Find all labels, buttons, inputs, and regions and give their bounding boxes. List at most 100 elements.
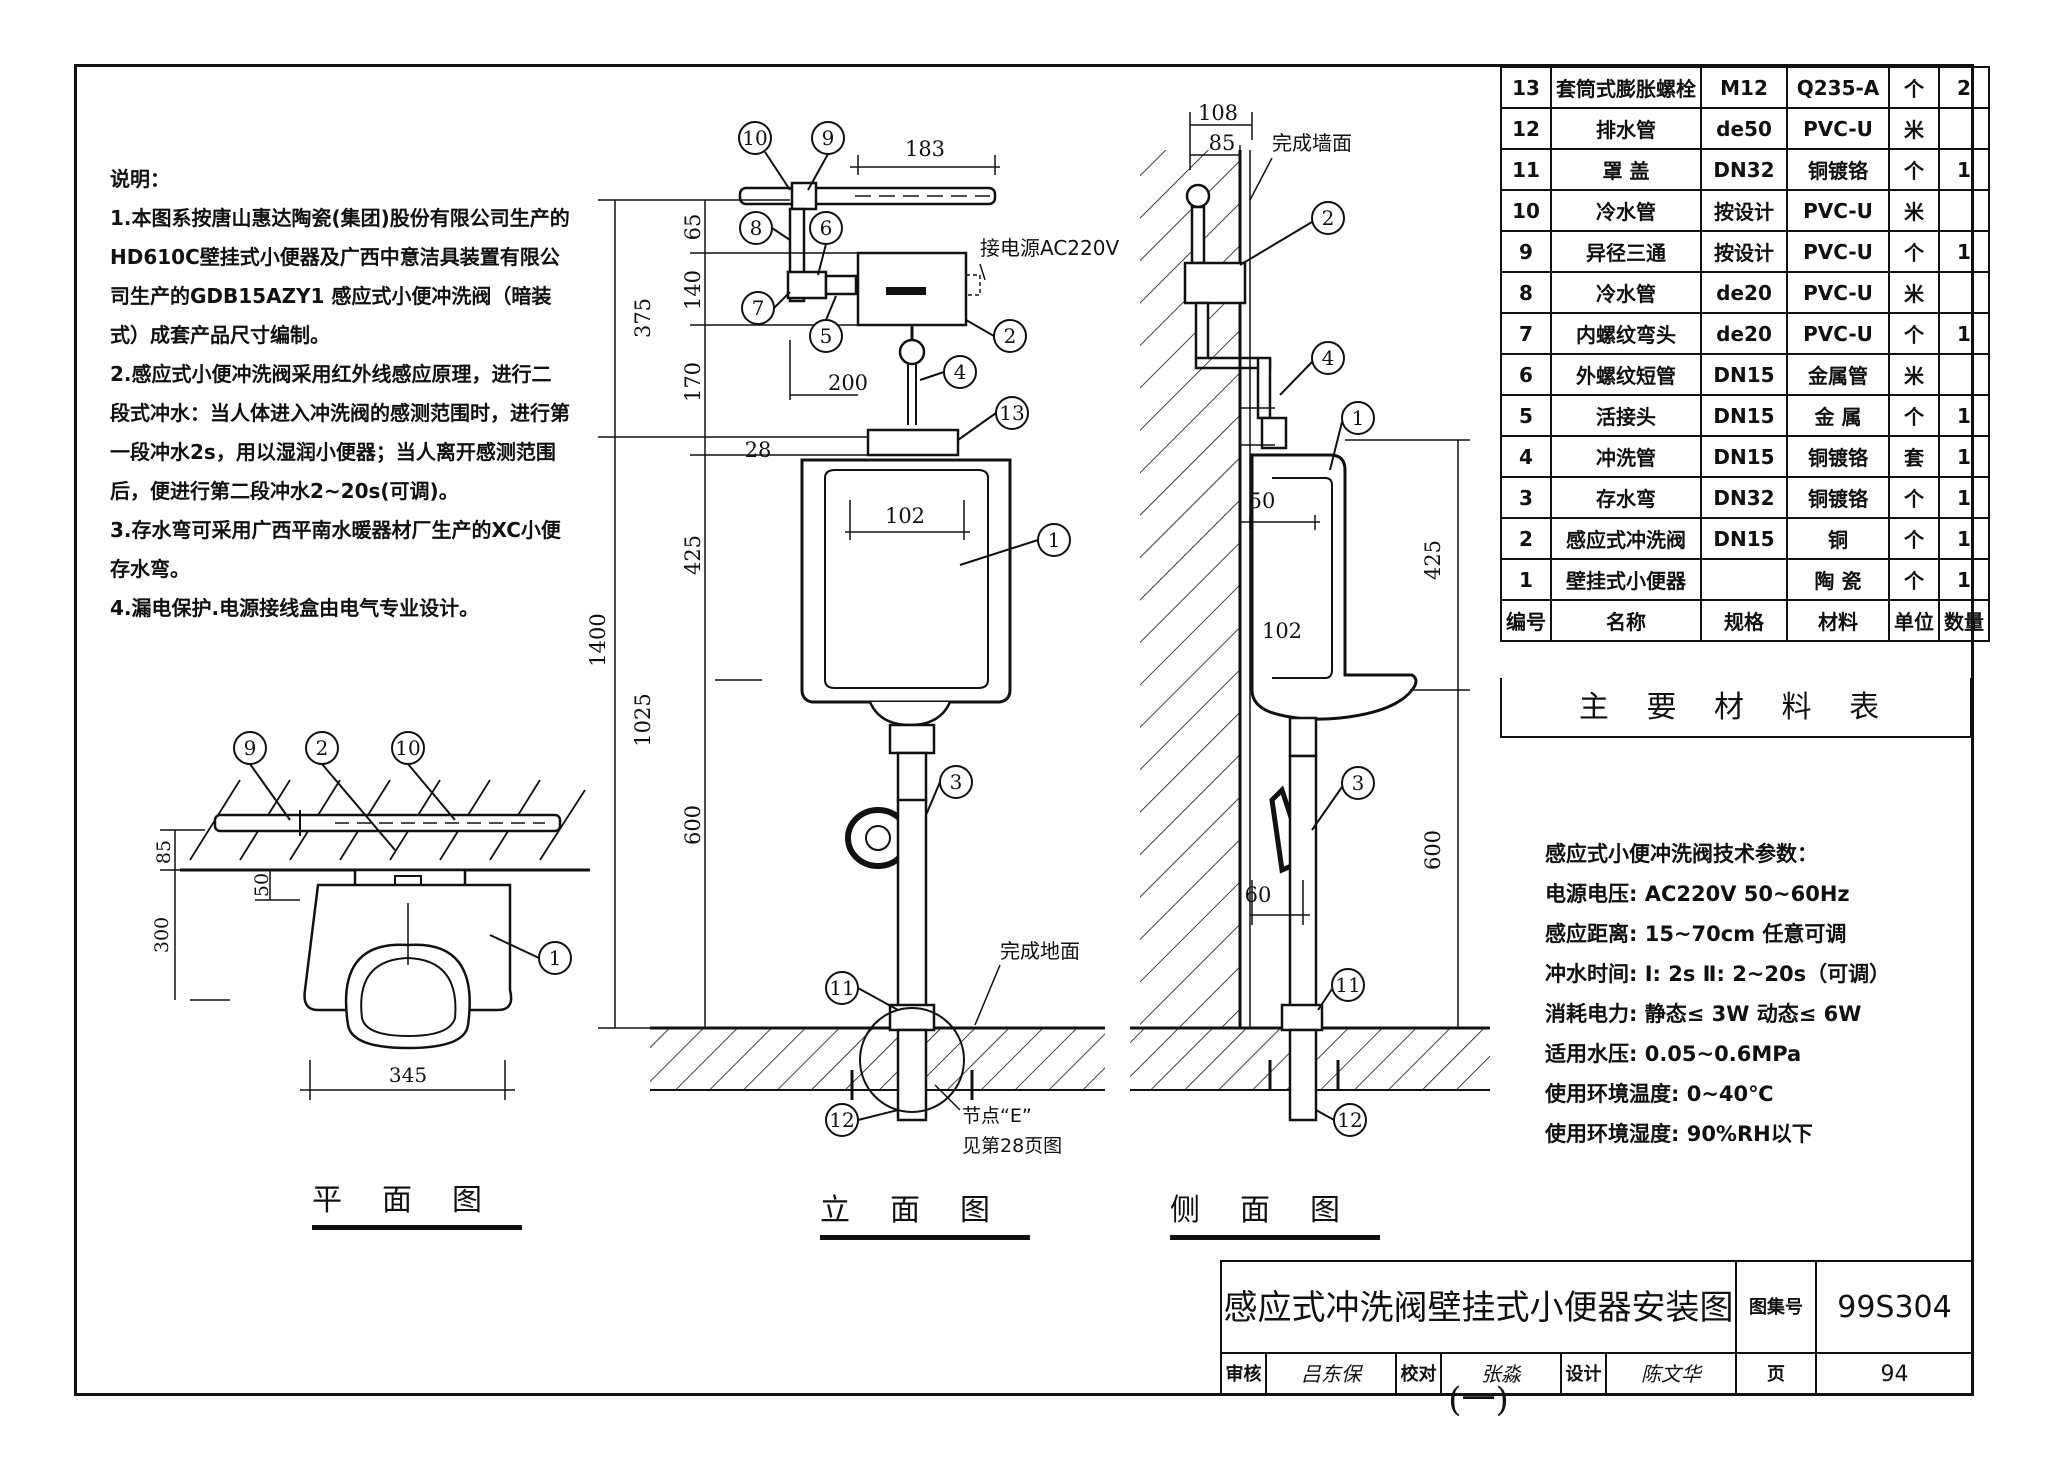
side-dim-85: 85 [1209, 131, 1236, 155]
table-cell: 1 [1938, 312, 1990, 355]
table-cell: 个 [1888, 476, 1940, 519]
params-heading: 感应式小便冲洗阀技术参数： [1545, 842, 1818, 866]
plan-view-title: 平面图 [312, 1175, 522, 1230]
table-cell: 金属管 [1786, 353, 1890, 396]
table-cell: 名称 [1550, 599, 1702, 642]
svg-text:9: 9 [822, 126, 835, 150]
table-cell: 材料 [1786, 599, 1890, 642]
table-cell: DN15 [1700, 435, 1788, 478]
table-cell: DN15 [1700, 517, 1788, 560]
table-cell: 铜镀铬 [1786, 435, 1890, 478]
svg-text:1: 1 [549, 946, 562, 970]
elev-dim-200: 200 [828, 371, 868, 395]
table-cell: 1 [1938, 394, 1990, 437]
elev-dim-102: 102 [885, 504, 925, 528]
svg-text:5: 5 [820, 324, 833, 348]
elev-dim-1400: 1400 [586, 613, 610, 666]
table-cell: 米 [1888, 271, 1940, 314]
table-cell: 个 [1888, 66, 1940, 109]
table-cell: 金 属 [1786, 394, 1890, 437]
elevation-view: 183 65 140 375 170 200 28 102 425 1400 1… [586, 121, 1119, 1157]
table-cell: DN32 [1700, 476, 1788, 519]
svg-text:7: 7 [752, 296, 765, 320]
svg-text:9: 9 [244, 736, 257, 760]
drawing-frame [74, 64, 1974, 1396]
table-cell: 铜 [1786, 517, 1890, 560]
plan-dim-345: 345 [389, 1063, 427, 1087]
design-label: 设计 [1562, 1354, 1607, 1395]
param-line: 使用环境湿度: 90%RH以下 [1545, 1122, 1813, 1146]
elev-dim-375: 375 [631, 298, 655, 338]
table-cell: DN15 [1700, 394, 1788, 437]
table-cell: 异径三通 [1550, 230, 1702, 273]
param-line: 使用环境温度: 0~40℃ [1545, 1082, 1774, 1106]
table-cell: 9 [1500, 230, 1552, 273]
plan-dim-50: 50 [251, 873, 273, 897]
svg-text:3: 3 [1352, 771, 1365, 795]
table-cell: 陶 瓷 [1786, 558, 1890, 601]
elev-dim-1025: 1025 [631, 693, 655, 746]
drawing-title: 感应式冲洗阀壁挂式小便器安装图(一) [1222, 1262, 1737, 1420]
table-cell: 个 [1888, 517, 1940, 560]
wall-label: 完成墙面 [1272, 131, 1352, 155]
table-cell: 米 [1888, 107, 1940, 150]
elev-dim-140: 140 [681, 270, 705, 310]
table-cell: 套 [1888, 435, 1940, 478]
table-cell: 冷水管 [1550, 271, 1702, 314]
svg-text:2: 2 [1004, 324, 1017, 348]
table-cell: DN32 [1700, 148, 1788, 191]
table-cell: 按设计 [1700, 189, 1788, 232]
table-cell: 2 [1500, 517, 1552, 560]
floor-label: 完成地面 [1000, 939, 1080, 963]
title-block: 感应式冲洗阀壁挂式小便器安装图(一) 图集号 99S304 审核 吕东保 校对 … [1220, 1260, 1974, 1420]
review-label: 审核 [1222, 1354, 1267, 1395]
table-cell: 铜镀铬 [1786, 148, 1890, 191]
svg-text:2: 2 [316, 736, 329, 760]
svg-text:2: 2 [1322, 206, 1335, 230]
svg-text:3: 3 [950, 770, 963, 794]
table-cell: 1 [1500, 558, 1552, 601]
svg-text:1: 1 [1048, 528, 1061, 552]
side-dim-425: 425 [1421, 540, 1445, 580]
side-dim-50: 50 [1249, 489, 1276, 513]
notes-heading: 说明： [110, 167, 170, 191]
svg-text:11: 11 [1335, 973, 1360, 997]
side-dim-600: 600 [1421, 830, 1445, 870]
svg-text:1: 1 [1352, 406, 1365, 430]
table-cell: 按设计 [1700, 230, 1788, 273]
table-cell: 11 [1500, 148, 1552, 191]
table-cell: 1 [1938, 435, 1990, 478]
svg-text:10: 10 [395, 736, 420, 760]
notes-block: 说明： 1.本图系按唐山惠达陶瓷(集团)股份有限公司生产的HD610C壁挂式小便… [110, 160, 570, 628]
tech-params: 感应式小便冲洗阀技术参数： 电源电压: AC220V 50~60Hz 感应距离:… [1545, 834, 1965, 1154]
table-cell: 个 [1888, 148, 1940, 191]
table-cell: 外螺纹短管 [1550, 353, 1702, 396]
design-signature: 陈文华 [1607, 1354, 1737, 1395]
plan-dim-300: 300 [151, 917, 173, 953]
table-cell: de50 [1700, 107, 1788, 150]
table-cell: 冷水管 [1550, 189, 1702, 232]
table-cell: PVC-U [1786, 230, 1890, 273]
atlas-number: 99S304 [1817, 1262, 1974, 1354]
table-cell: 2 [1938, 66, 1990, 109]
table-cell: PVC-U [1786, 312, 1890, 355]
param-line: 适用水压: 0.05~0.6MPa [1545, 1042, 1802, 1066]
table-cell: 个 [1888, 312, 1940, 355]
materials-table-caption: 主 要 材 料 表 [1500, 678, 1972, 738]
table-cell: 1 [1938, 230, 1990, 273]
svg-text:11: 11 [829, 976, 854, 1000]
plan-dim-85: 85 [153, 840, 175, 864]
atlas-label: 图集号 [1737, 1262, 1817, 1354]
table-cell: 12 [1500, 107, 1552, 150]
table-cell [1700, 558, 1788, 601]
elev-dim-65: 65 [681, 214, 705, 241]
table-cell: 1 [1938, 148, 1990, 191]
